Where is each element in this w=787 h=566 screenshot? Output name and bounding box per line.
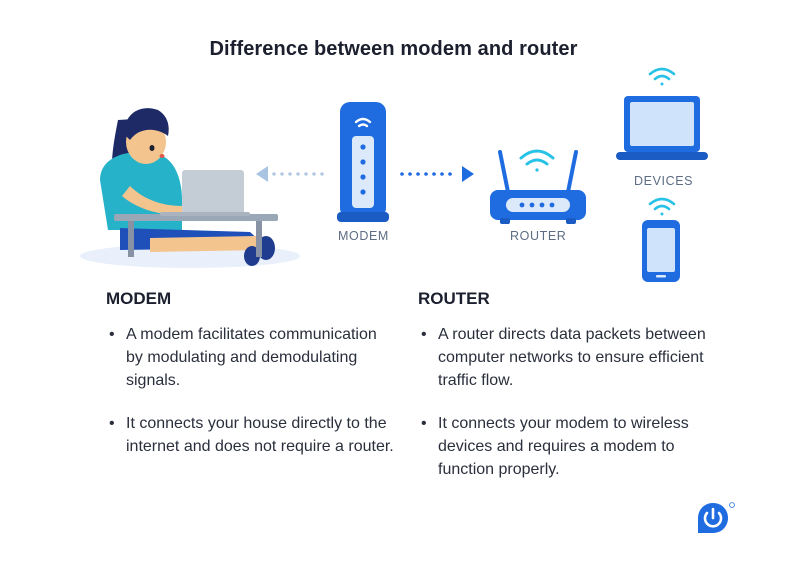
list-item: A modem facilitates communication by mod… <box>106 323 396 392</box>
router-heading: ROUTER <box>418 289 490 308</box>
list-item: It connects your modem to wireless devic… <box>418 412 710 481</box>
router-icon <box>490 149 586 224</box>
router-bullet-list: A router directs data packets between co… <box>418 323 710 481</box>
list-item: It connects your house directly to the i… <box>106 412 396 458</box>
arrow-icon <box>400 166 474 182</box>
router-caption: ROUTER <box>510 229 567 243</box>
devices-caption: DEVICES <box>634 174 694 188</box>
wifi-icon <box>648 197 676 216</box>
modem-section: MODEM A modem facilitates communication … <box>106 289 396 478</box>
wifi-icon <box>354 117 372 128</box>
list-item: A router directs data packets between co… <box>418 323 710 392</box>
wifi-icon <box>519 149 555 172</box>
router-section: ROUTER A router directs data packets bet… <box>418 289 710 501</box>
modem-icon <box>337 102 389 222</box>
laptop-icon <box>616 67 708 160</box>
phone-icon <box>642 197 680 282</box>
modem-bullet-list: A modem facilitates communication by mod… <box>106 323 396 458</box>
arrow-icon <box>256 166 324 182</box>
wifi-icon <box>648 67 676 86</box>
modem-heading: MODEM <box>106 289 172 308</box>
power-logo <box>698 502 735 533</box>
network-illustration <box>80 67 708 282</box>
person-with-laptop-illustration <box>80 108 300 268</box>
page-title: Difference between modem and router <box>209 38 578 60</box>
modem-caption: MODEM <box>338 229 389 243</box>
